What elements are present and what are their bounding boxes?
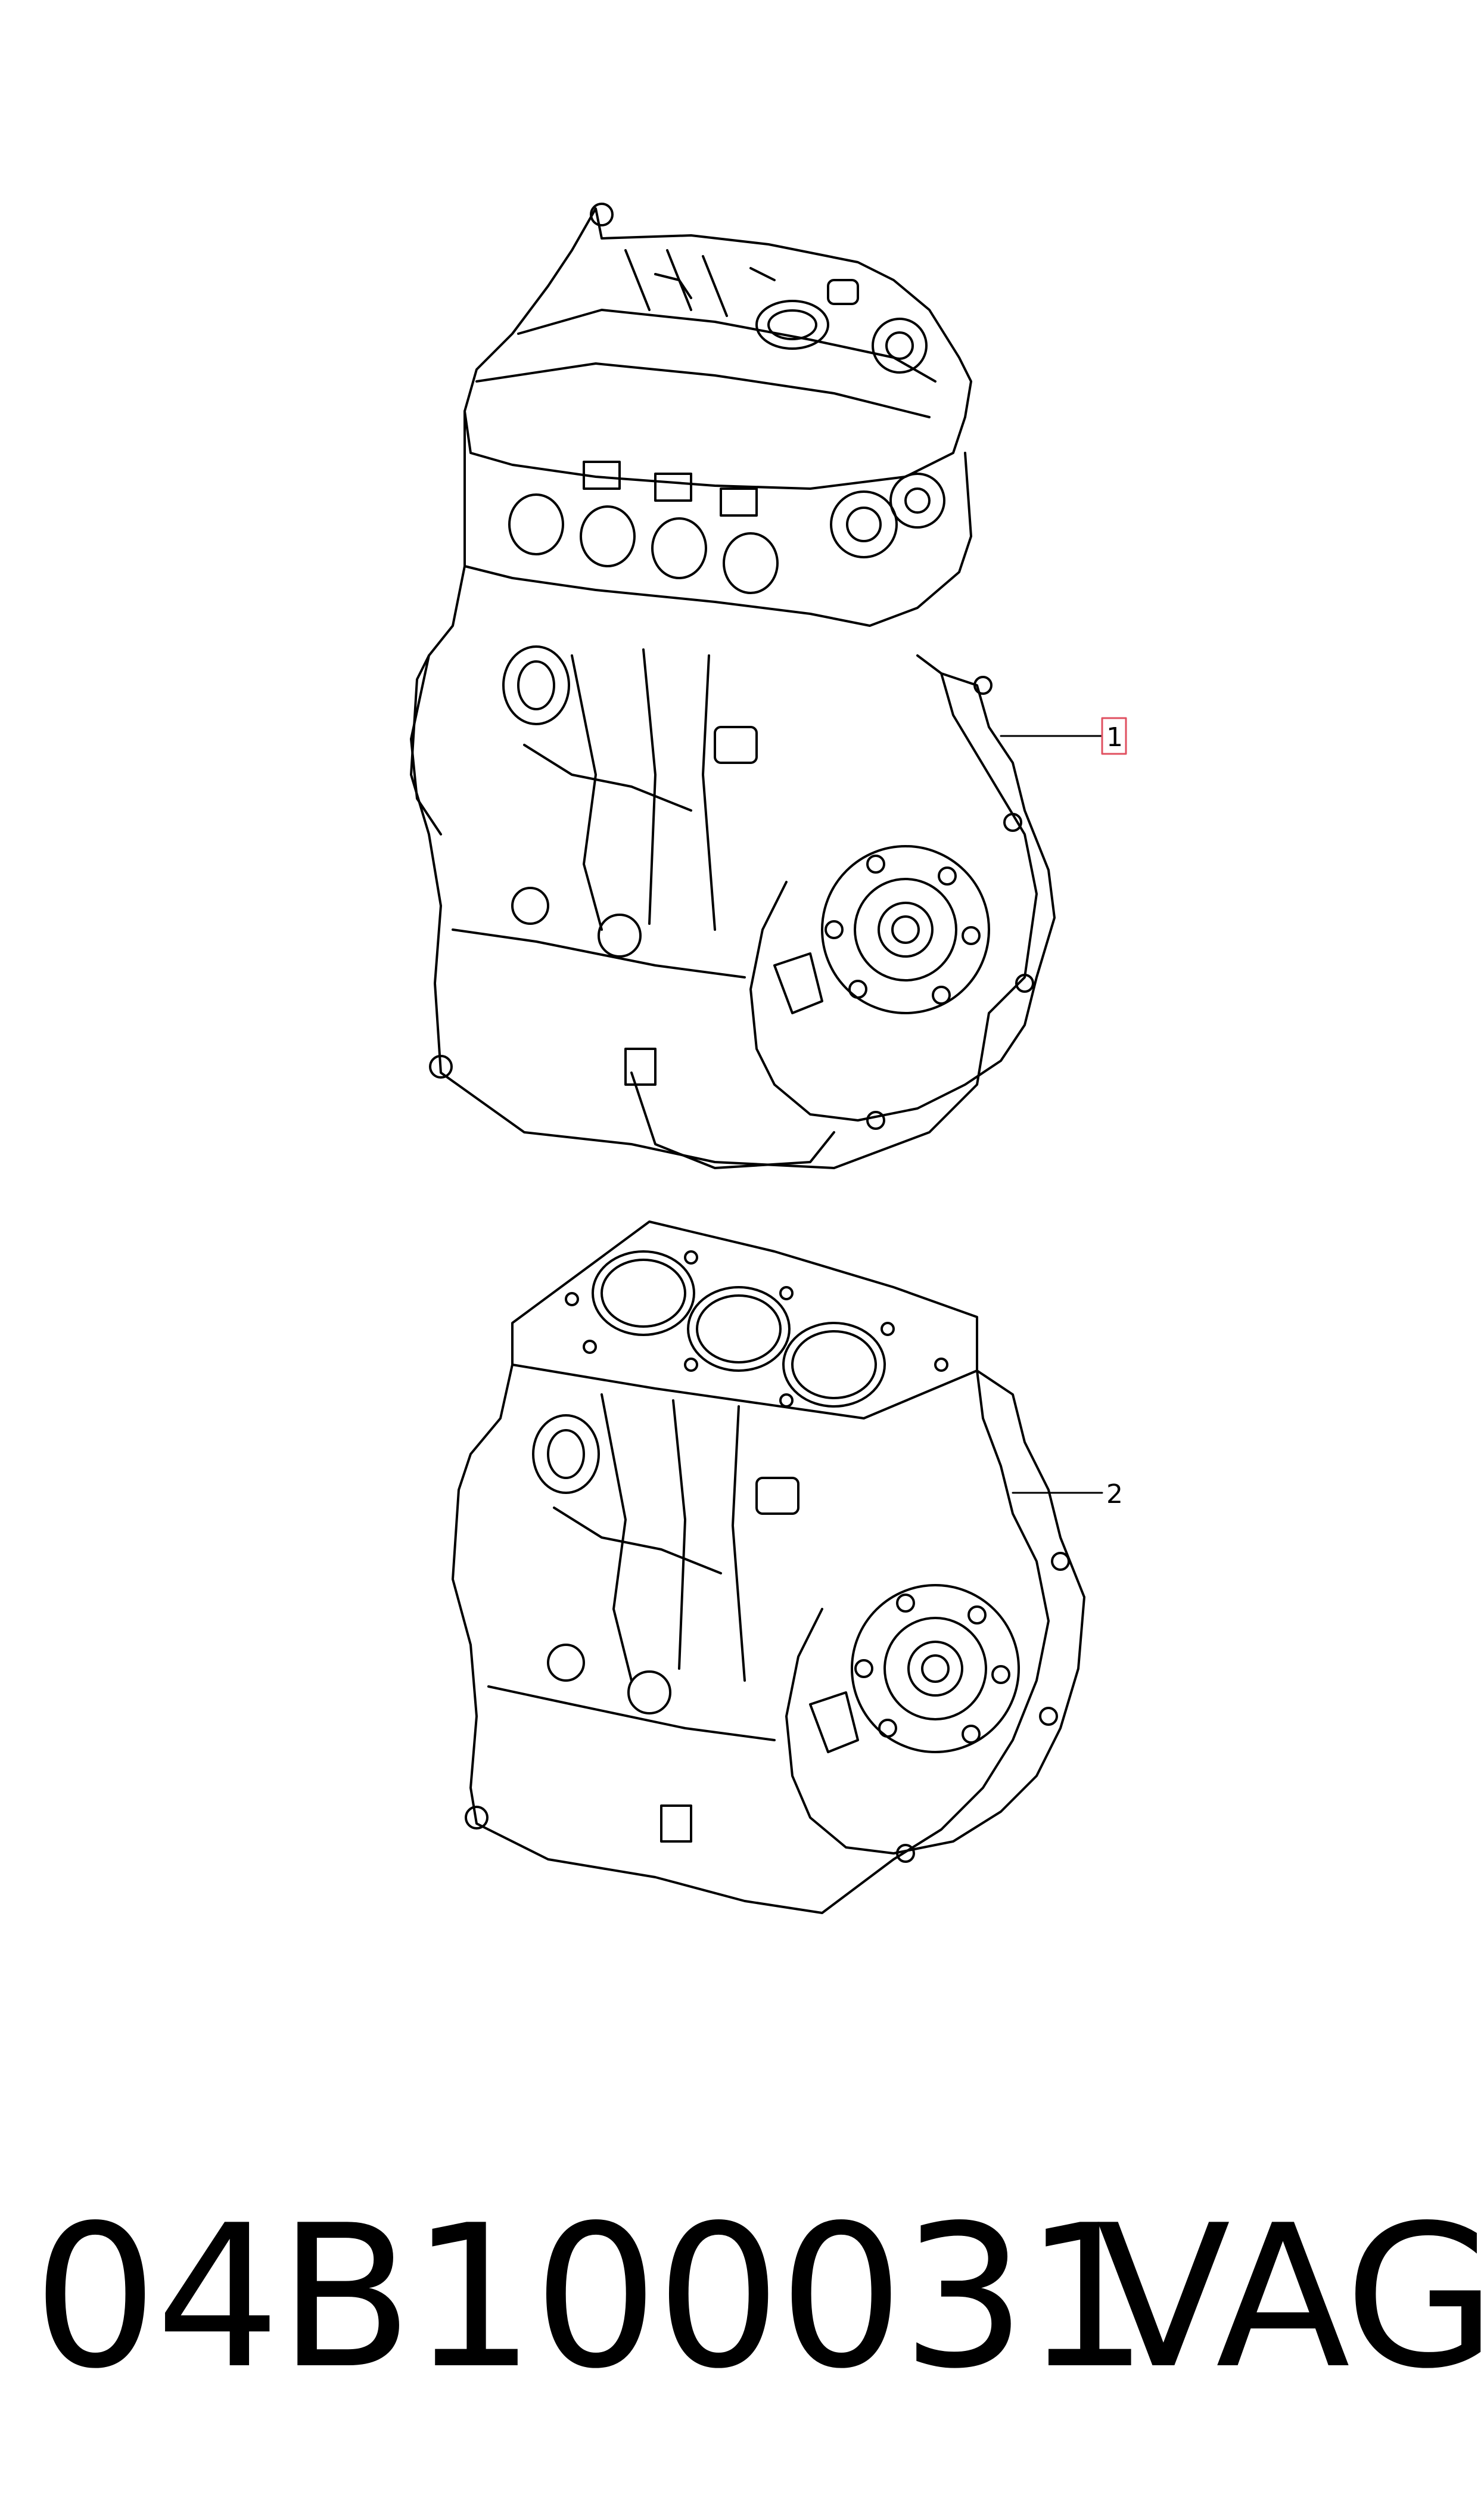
complete-engine-illustration	[410, 203, 1056, 1169]
callout-2[interactable]: 2	[1012, 1479, 1123, 1509]
brand-label: VAG	[1096, 2183, 1484, 2412]
callout-1[interactable]: 1	[1000, 717, 1127, 755]
part-number-label: 04B100031	[33, 2183, 1149, 2412]
short-block-illustration	[452, 1220, 1085, 1914]
callout-2-label: 2	[1106, 1479, 1123, 1509]
exploded-parts-diagram: 1	[410, 203, 1127, 1914]
callout-1-label: 1	[1106, 722, 1123, 753]
